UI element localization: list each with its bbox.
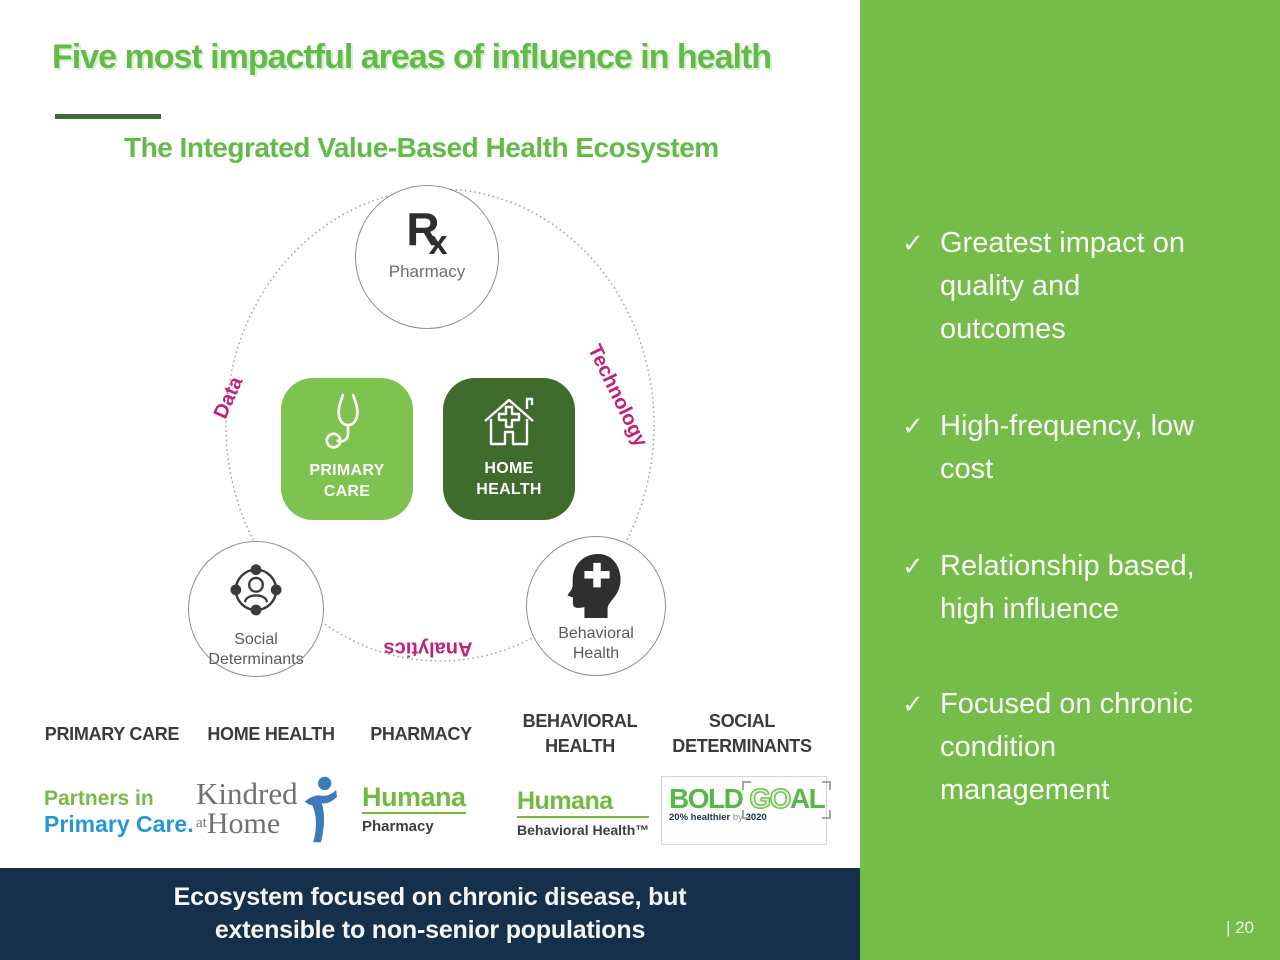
highlights-panel: ✓ Greatest impact on quality and outcome…: [860, 0, 1280, 960]
behavioral-health-node: Behavioral Health: [526, 536, 666, 676]
kindred-at-home-logo: Kindred atHome: [196, 776, 338, 845]
check-icon: ✓: [902, 228, 924, 258]
rx-icon-r: R: [406, 203, 440, 255]
ring-label-analytics: Analytics: [383, 637, 473, 660]
pharmacy-node: Rx Pharmacy: [355, 185, 499, 329]
social-line2: Determinants: [208, 651, 304, 668]
humana-behavioral-brand: Humana: [517, 787, 613, 815]
home-health-line1: HOME: [484, 460, 534, 477]
social-determinants-node: Social Determinants: [188, 541, 324, 677]
social-determinants-label: Social Determinants: [208, 630, 303, 670]
humana-behavioral-rule: [517, 816, 650, 818]
checklist-item-text: High-frequency, low cost: [940, 405, 1260, 491]
humana-pharmacy-logo: Humana Pharmacy: [362, 783, 466, 835]
home-health-node: HOME HEALTH: [443, 378, 575, 520]
check-icon: ✓: [902, 551, 924, 581]
humana-behavioral-division: Behavioral Health™: [517, 822, 650, 838]
primary-care-node-label: PRIMARY CARE: [309, 460, 384, 502]
check-icon: ✓: [902, 689, 924, 719]
frame-bracket: [742, 810, 752, 819]
checklist-line: outcomes: [940, 313, 1066, 345]
bold-goal-tagline-strong: 20% healthier: [669, 812, 731, 823]
category-social-determinants: SOCIAL DETERMINANTS: [672, 711, 812, 756]
pharmacy-label: Pharmacy: [388, 262, 466, 281]
frame-bracket: [742, 781, 752, 790]
humana-pharmacy-division: Pharmacy: [362, 818, 434, 835]
stethoscope-icon: [325, 393, 359, 449]
home-health-line2: HEALTH: [476, 481, 542, 498]
checklist-item-text: Greatest impact on quality and outcomes: [940, 222, 1260, 351]
behavioral-line2: Health: [572, 645, 620, 662]
social-line1: Social: [234, 631, 278, 648]
behavioral-line1: Behavioral: [558, 625, 634, 642]
category-primary-care: PRIMARY CARE: [44, 723, 180, 744]
kindred-figure-icon: [304, 776, 337, 843]
bold-goal-go: GO: [749, 782, 792, 814]
primary-care-node: PRIMARY CARE: [281, 378, 413, 520]
bold-goal-logo: BOLD GO AL 20% healthier by 2020: [661, 776, 832, 845]
checklist-line: Focused on chronic: [940, 688, 1194, 720]
humana-pharmacy-brand: Humana: [362, 782, 466, 812]
primary-care-line1: PRIMARY: [309, 462, 385, 479]
checklist-item-text: Relationship based, high influence: [940, 545, 1260, 631]
title-underline: [55, 114, 161, 119]
page-title: Five most impactful areas of influence i…: [52, 38, 772, 76]
footer-line1: Ecosystem focused on chronic disease, bu…: [173, 883, 687, 911]
checklist-line: cost: [940, 453, 994, 485]
bold-goal-al: AL: [789, 783, 826, 814]
kindred-home: Home: [206, 807, 281, 840]
category-home-health: HOME HEALTH: [207, 723, 335, 744]
rx-icon: Rx: [406, 203, 447, 260]
ring-label-data: Data: [209, 373, 248, 423]
check-icon: ✓: [902, 411, 924, 441]
behavioral-health-label: Behavioral Health: [558, 624, 634, 664]
bold-goal-wordmark: BOLD GO AL: [669, 781, 832, 819]
primary-care-line2: CARE: [323, 483, 371, 500]
humana-behavioral-logo: Humana Behavioral Health™: [517, 787, 650, 838]
bold-goal-goal: GO AL: [742, 781, 832, 819]
kindred-text: Kindred atHome: [196, 776, 298, 844]
kindred-at: at: [196, 815, 207, 831]
bold-goal-tagline: 20% healthier by 2020: [669, 812, 819, 823]
checklist-line: condition: [940, 731, 1057, 763]
checklist-line: High-frequency, low: [940, 410, 1195, 442]
bold-goal-tagline-by: by: [730, 812, 746, 823]
home-health-node-label: HOME HEALTH: [476, 458, 542, 500]
category-pharmacy: PHARMACY: [370, 723, 472, 744]
frame-bracket: [822, 810, 832, 819]
house-cross-icon: [484, 397, 534, 446]
rx-icon-x: x: [428, 224, 448, 262]
checklist-line: management: [940, 774, 1110, 806]
checklist-line: high influence: [940, 593, 1119, 625]
bold-goal-bold: BOLD: [669, 783, 744, 814]
checklist-item-text: Focused on chronic condition management: [940, 683, 1260, 812]
footer-banner: Ecosystem focused on chronic disease, bu…: [0, 868, 860, 960]
partners-line2: Primary Care.: [44, 811, 194, 837]
category-behavioral-health: BEHAVIORAL HEALTH: [522, 711, 638, 756]
person-network-icon: [230, 564, 282, 616]
checklist-line: Relationship based,: [940, 550, 1195, 582]
kindred-name: Kindred: [196, 776, 298, 811]
bold-goal-tagline-year: 2020: [745, 812, 767, 823]
ring-label-technology: Technology: [583, 341, 652, 451]
checklist-line: Greatest impact on: [940, 227, 1185, 259]
page-subtitle: The Integrated Value-Based Health Ecosys…: [124, 132, 719, 163]
partners-line1: Partners in: [44, 787, 154, 810]
frame-bracket: [822, 781, 832, 790]
checklist-line: quality and: [940, 270, 1081, 302]
footer-line2: extensible to non-senior populations: [214, 916, 646, 944]
kindred-line2: atHome: [196, 809, 298, 844]
humana-pharmacy-rule: [362, 812, 466, 814]
head-cross-icon: [567, 554, 621, 618]
partners-primary-care-logo: Partners in Primary Care.: [44, 786, 194, 837]
page-number: | 20: [1225, 918, 1254, 937]
